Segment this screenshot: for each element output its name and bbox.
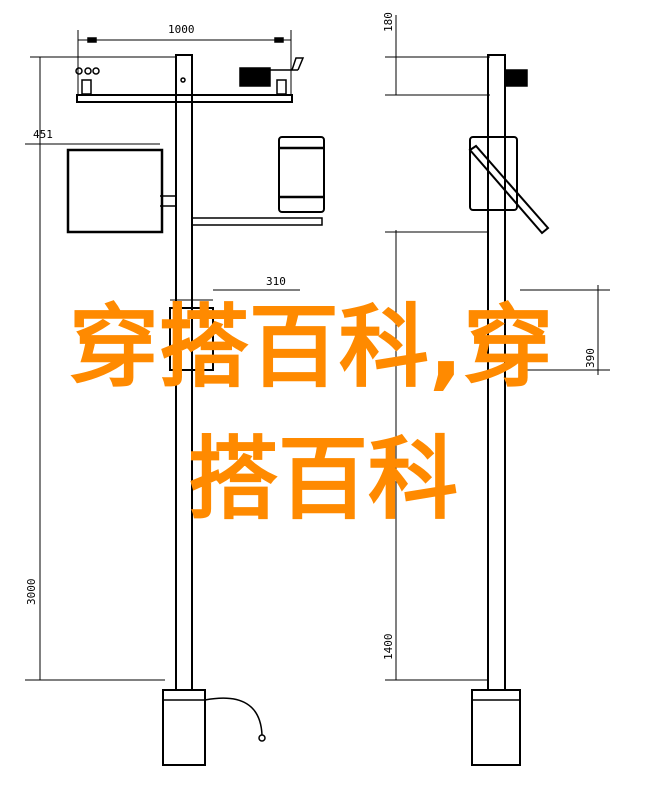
instrument-box	[278, 136, 325, 213]
side-instrument-box	[469, 136, 518, 211]
dim-310: 310	[266, 275, 286, 288]
solar-panel	[66, 148, 164, 234]
dim-390: 390	[584, 348, 597, 368]
base-enclosure	[162, 689, 206, 766]
side-base-enclosure	[471, 689, 521, 766]
sensor-block	[239, 67, 271, 87]
cable	[204, 697, 263, 736]
wind-vane-icon	[267, 57, 305, 95]
crossarm	[76, 94, 293, 103]
dim-1000: 1000	[168, 23, 195, 36]
dim-180: 180	[382, 12, 395, 32]
side-solar-panel	[468, 144, 550, 235]
front-view: 1000 451 3000 310	[25, 23, 325, 766]
dim-1400: 1400	[382, 634, 395, 661]
side-view: 180 1400 390	[382, 12, 610, 766]
anemometer-icon	[75, 67, 100, 95]
lower-arm	[191, 217, 323, 226]
controller-box	[169, 307, 214, 371]
overlay-text-line-1: 穿搭百科,穿	[68, 295, 554, 400]
dim-451: 451	[33, 128, 53, 141]
dim-3000: 3000	[25, 579, 38, 606]
overlay-text-line-2: 搭百科	[188, 427, 458, 532]
